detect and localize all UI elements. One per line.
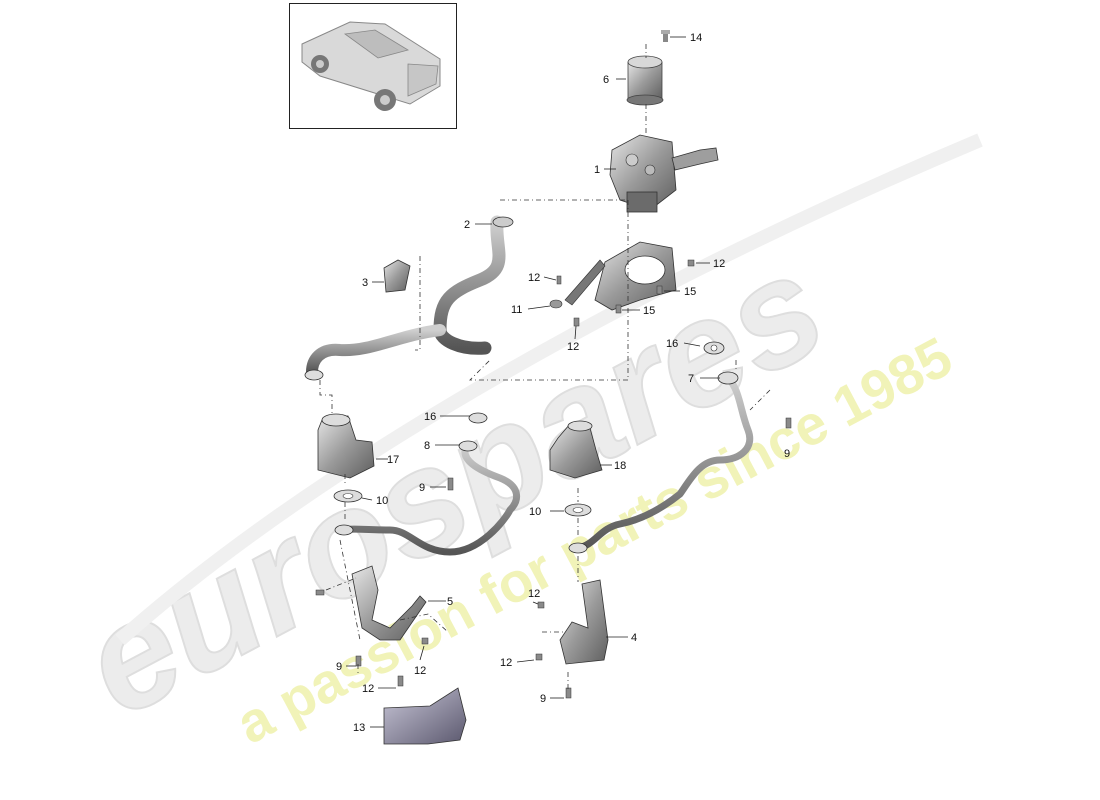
callout-9d: 9: [784, 448, 790, 460]
callout-12b: 12: [713, 258, 725, 270]
callout-11: 11: [511, 304, 522, 316]
leader-lines: [346, 36, 720, 728]
part-16-gasket-left: [468, 412, 488, 424]
callout-9b: 9: [336, 661, 342, 673]
callout-9c: 9: [540, 693, 546, 705]
callout-4: 4: [631, 632, 637, 644]
vehicle-thumbnail: [289, 3, 457, 129]
callout-14: 14: [690, 32, 702, 44]
part-11-bracket: [549, 241, 677, 311]
part-10-gasket-left: [333, 489, 363, 503]
part-6-cylinder: [626, 55, 664, 106]
part-16-gasket-right: [703, 341, 725, 355]
callout-16b: 16: [666, 338, 678, 350]
callout-5: 5: [447, 596, 453, 608]
callout-10b: 10: [529, 506, 541, 518]
part-4-bracket: [559, 579, 609, 665]
callout-12c: 12: [567, 341, 579, 353]
car-thumbnail-icon: [301, 21, 441, 111]
callout-15b: 15: [643, 305, 655, 317]
callout-10a: 10: [376, 495, 388, 507]
part-1-pump: [609, 134, 719, 213]
assembly-lines: [319, 44, 771, 690]
part-7-pipe: [568, 371, 754, 554]
callout-8: 8: [424, 440, 430, 452]
part-13-heat-shield: [383, 687, 467, 745]
part-2-hose: [304, 215, 514, 381]
callout-12d: 12: [528, 588, 540, 600]
callout-16a: 16: [424, 411, 436, 423]
callout-1: 1: [594, 164, 600, 176]
callout-13: 13: [353, 722, 365, 734]
callout-7: 7: [688, 373, 694, 385]
callout-12f: 12: [414, 665, 426, 677]
callout-2: 2: [464, 219, 470, 231]
callout-18: 18: [614, 460, 626, 472]
callout-15a: 15: [684, 286, 696, 298]
part-14-bolt: [661, 30, 670, 42]
callout-12g: 12: [362, 683, 374, 695]
part-5-bracket: [351, 565, 427, 641]
callout-9a: 9: [419, 482, 425, 494]
part-8-pipe: [334, 440, 520, 556]
watermark-swoosh: [115, 133, 983, 646]
callout-17: 17: [387, 454, 399, 466]
part-10-gasket-right: [564, 503, 592, 517]
callout-12a: 12: [528, 272, 540, 284]
callout-12e: 12: [500, 657, 512, 669]
callout-6: 6: [603, 74, 609, 86]
part-18-valve: [549, 420, 603, 479]
bolt-set: [315, 259, 792, 699]
callout-labels: 1 2 3 4 5 6 7 8 9 9 9 9 10 10 11 12 12 1…: [336, 32, 790, 734]
callout-3: 3: [362, 277, 368, 289]
part-17-valve: [317, 413, 375, 479]
part-3-clip: [383, 259, 411, 293]
